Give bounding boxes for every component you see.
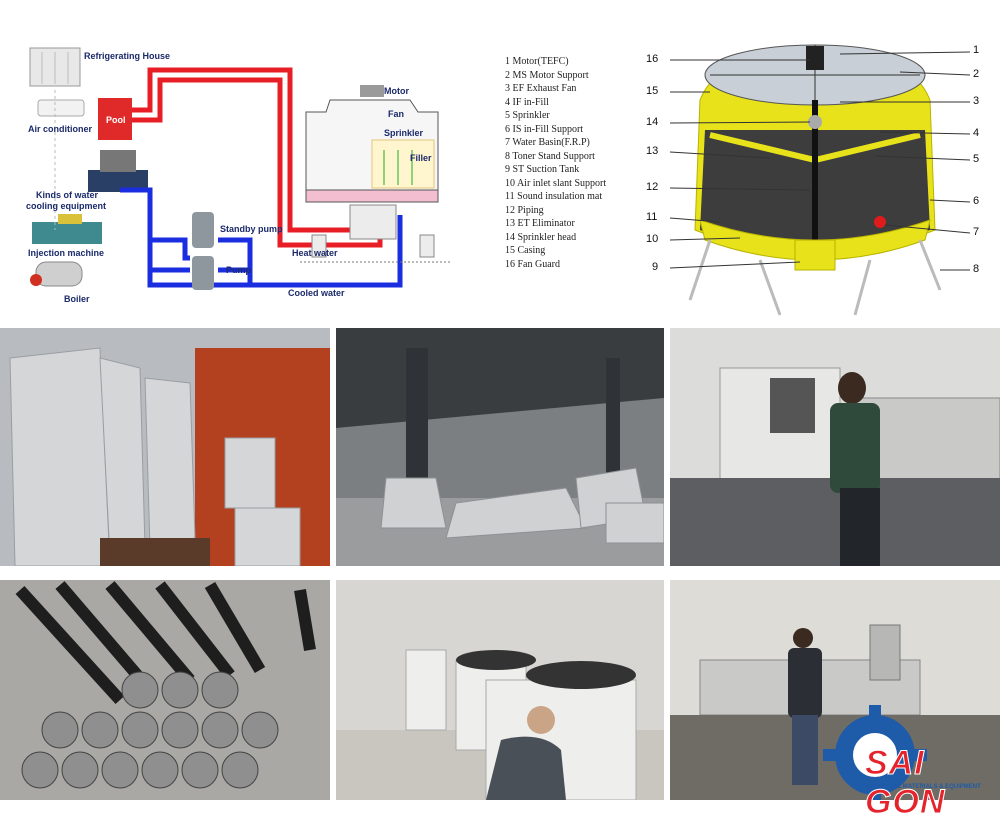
photo-cnc-lathe: [670, 328, 1000, 566]
parts-item: 11 Sound insulation mat: [505, 191, 603, 202]
photo-panels-truck: [0, 328, 330, 566]
parts-item: 9 ST Suction Tank: [505, 164, 580, 175]
callout-9: 9: [652, 261, 659, 273]
label-refrigerating-house: Refrigerating House: [84, 51, 171, 61]
gear-icon: [823, 705, 927, 800]
parts-item: 10 Air inlet slant Support: [505, 177, 607, 189]
brand-name: SAI GON: [865, 744, 946, 822]
callout-2: 2: [973, 68, 980, 80]
callout-12: 12: [646, 181, 659, 193]
label-injection-machine: Injection machine: [28, 248, 105, 258]
callout-14: 14: [646, 116, 659, 128]
callout-7: 7: [973, 226, 980, 238]
label-air-conditioner: Air conditioner: [28, 124, 93, 134]
label-pool: Pool: [106, 115, 126, 125]
parts-item: 13 ET Eliminator: [505, 218, 575, 229]
parts-item: 5 Sprinkler: [505, 110, 550, 121]
callout-16: 16: [646, 53, 659, 65]
callout-8: 8: [973, 263, 980, 275]
label-fan: Fan: [388, 109, 405, 119]
callout-6: 6: [973, 195, 980, 207]
photo-motors-shafts: [0, 580, 330, 800]
parts-item: 4 IF in-Fill: [505, 96, 549, 108]
label-standby-pump: Standby pump: [220, 224, 283, 234]
label-filler: Filler: [410, 153, 432, 163]
photo-warehouse: [336, 328, 664, 566]
label-sprinkler: Sprinkler: [384, 128, 424, 138]
callout-15: 15: [646, 85, 659, 97]
label-boiler: Boiler: [64, 294, 90, 304]
parts-item: 16 Fan Guard: [505, 258, 560, 270]
cooling-tower-illustration: 1 2 3 4 5 6 7 8 16 15 14 13 12 11 10 9: [640, 30, 1000, 320]
parts-list: 1 Motor(TEFC) 2 MS Motor Support 3 EF Ex…: [505, 56, 635, 276]
callout-1: 1: [973, 44, 980, 56]
parts-item: 3 EF Exhaust Fan: [505, 83, 577, 94]
parts-item: 14 Sprinkler head: [505, 231, 577, 243]
diagram-pipes: [29, 47, 450, 290]
label-kinds-cooling-2: cooling equipment: [26, 201, 106, 211]
photo-assembly: [336, 580, 664, 800]
label-cooled-water: Cooled water: [288, 288, 345, 298]
label-kinds-cooling: Kinds of water: [36, 190, 99, 200]
parts-item: 1 Motor(TEFC): [505, 56, 569, 67]
callout-11: 11: [646, 211, 658, 223]
parts-item: 6 IS in-Fill Support: [505, 123, 584, 135]
label-motor: Motor: [384, 86, 409, 96]
parts-item: 12 Piping: [505, 204, 544, 216]
callout-4: 4: [973, 127, 980, 139]
label-pump: Pump: [226, 265, 252, 275]
parts-item: 15 Casing: [505, 245, 546, 256]
callout-10: 10: [646, 233, 659, 245]
callout-13: 13: [646, 145, 659, 157]
brand-tagline: INDUSTRIAL MATERIALS & EQUIPMENT: [865, 784, 981, 790]
parts-item: 8 Toner Stand Support: [505, 150, 595, 162]
callout-5: 5: [973, 153, 980, 165]
parts-item: 2 MS Motor Support: [505, 69, 589, 81]
label-heat-water: Heat water: [292, 248, 338, 258]
callout-3: 3: [973, 95, 980, 107]
brand-logo: SAI GON INDUSTRIAL MATERIALS & EQUIPMENT: [815, 700, 1000, 822]
parts-item: 7 Water Basin(F.R.P): [505, 137, 590, 148]
tower-drawing: [669, 44, 971, 316]
cooling-system-diagram: Refrigerating House Air conditioner Kind…: [0, 0, 480, 320]
